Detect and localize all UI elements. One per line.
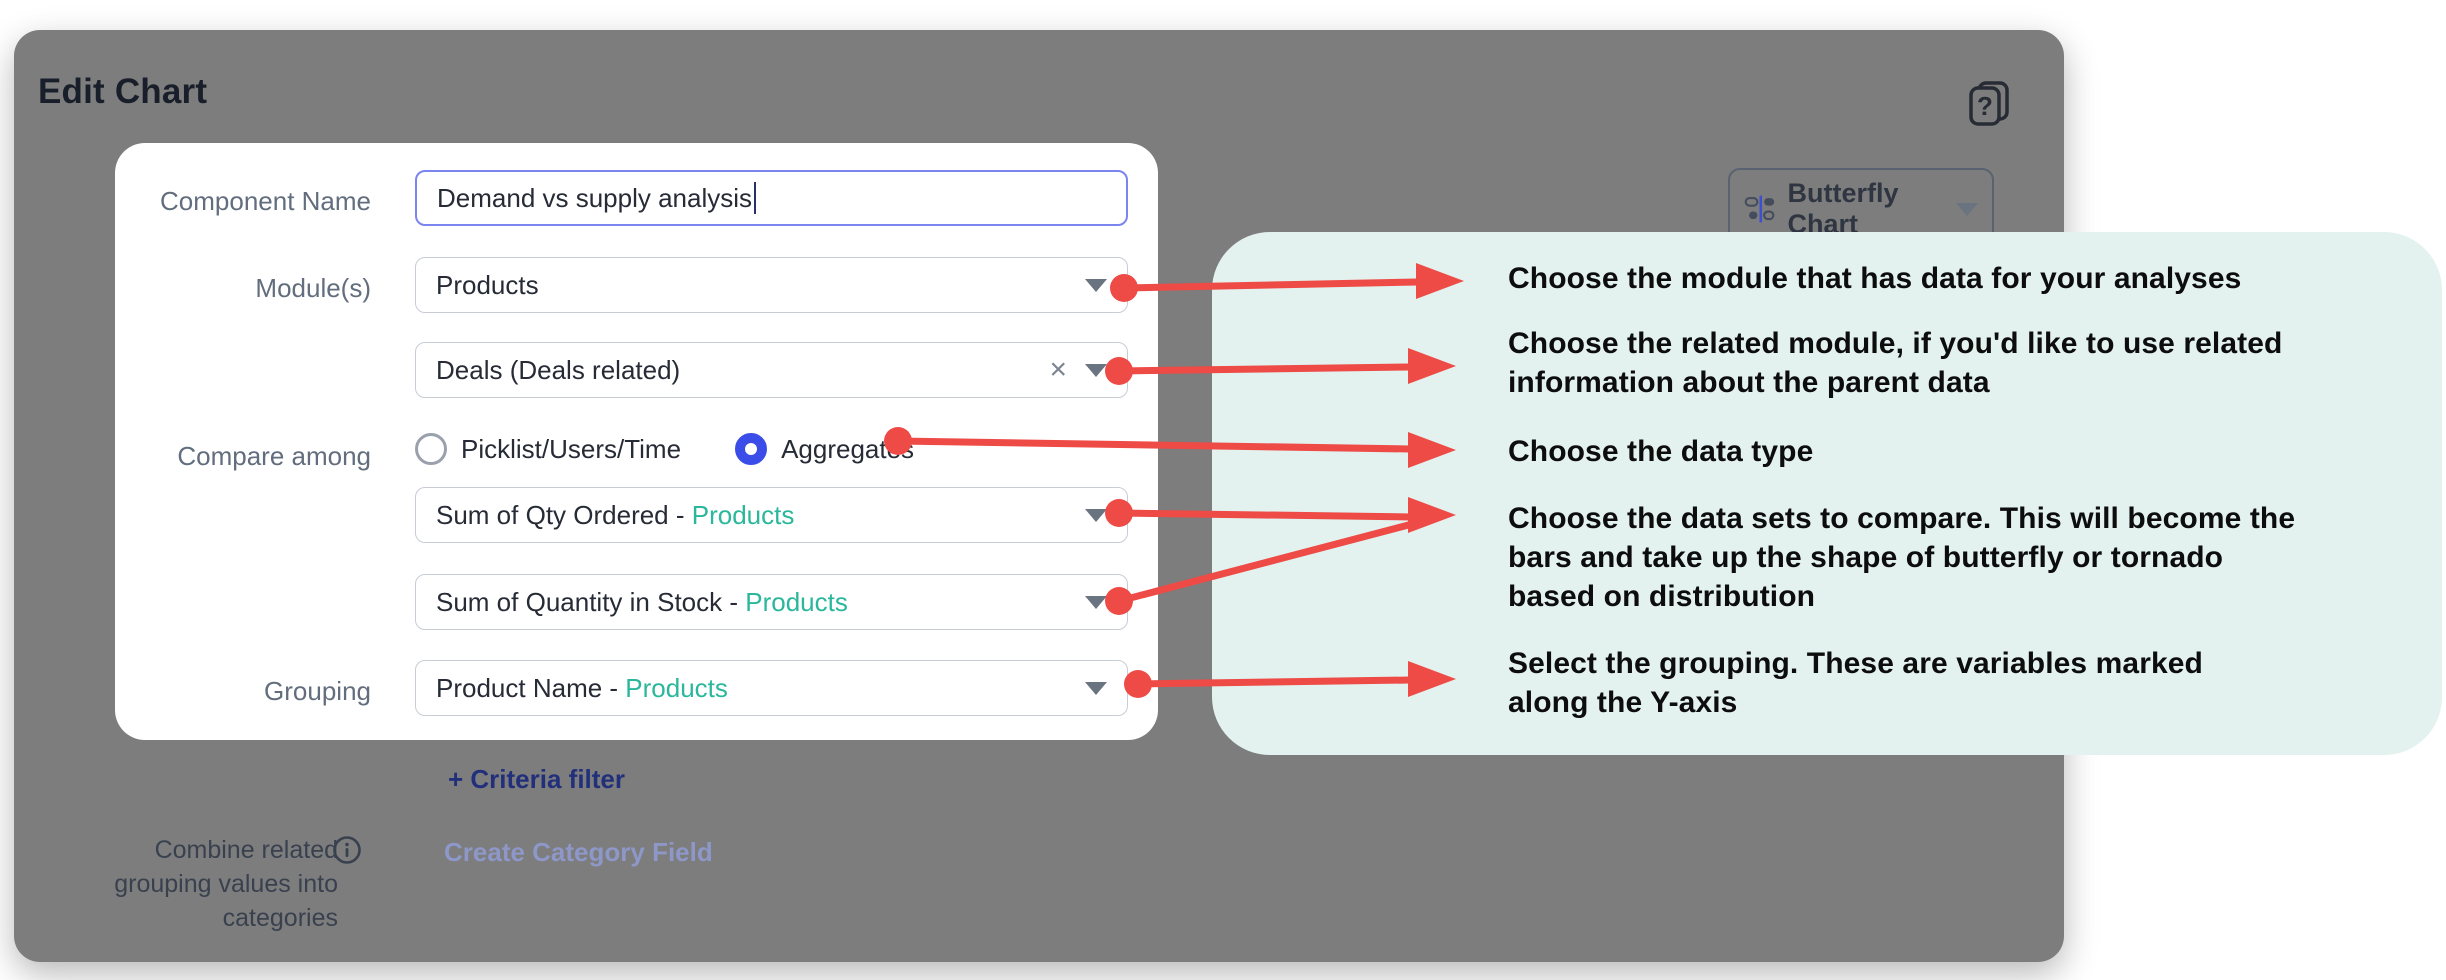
tip-related-module: Choose the related module, if you'd like… (1508, 327, 2283, 399)
related-module-select[interactable]: Deals (Deals related) × (415, 342, 1128, 398)
clear-x-icon[interactable]: × (1049, 353, 1067, 386)
grouping-module: Products (625, 672, 728, 703)
help-docs-icon[interactable]: ? (1962, 76, 2016, 130)
related-module-value: Deals (Deals related) (436, 354, 681, 385)
chevron-down-icon (1085, 508, 1107, 522)
radio-picklist-users-time[interactable] (415, 433, 447, 465)
compare-among-label: Compare among (177, 441, 371, 471)
component-name-label: Component Name (160, 186, 371, 216)
grouping-label: Grouping (264, 676, 371, 706)
combine-line-2: grouping values into (114, 870, 338, 898)
combine-line-1: Combine related (154, 836, 338, 864)
aggregate-1-select[interactable]: Sum of Qty Ordered - Products (415, 487, 1128, 543)
radio-aggregates-label[interactable]: Aggregates (781, 433, 915, 464)
dialog-title: Edit Chart (38, 72, 208, 111)
combine-related-label: Combine related grouping values into cat… (80, 833, 338, 935)
criteria-filter-link[interactable]: + Criteria filter (448, 764, 626, 794)
aggregate-2-field: Sum of Quantity in Stock - (436, 586, 746, 617)
tip-module: Choose the module that has data for your… (1508, 262, 2242, 295)
aggregate-2-select[interactable]: Sum of Quantity in Stock - Products (415, 574, 1128, 630)
aggregate-2-module: Products (745, 586, 848, 617)
modules-select[interactable]: Products (415, 257, 1128, 313)
chart-type-label: Butterfly Chart (1787, 178, 1899, 239)
combine-line-3: categories (222, 904, 338, 932)
component-name-value: Demand vs supply analysis (437, 182, 753, 213)
aggregate-1-field: Sum of Qty Ordered - (436, 499, 692, 530)
chevron-down-icon (1085, 278, 1107, 292)
tip-data-sets: Choose the data sets to compare. This wi… (1508, 502, 2296, 613)
modules-value: Products (436, 269, 539, 300)
chart-settings-card: Component Name Demand vs supply analysis… (115, 143, 1158, 740)
tip-grouping: Select the grouping. These are variables… (1508, 647, 2203, 719)
create-category-field-link[interactable]: Create Category Field (444, 837, 713, 867)
component-name-input[interactable]: Demand vs supply analysis (415, 170, 1128, 226)
text-cursor (754, 182, 757, 214)
grouping-field: Product Name - (436, 672, 626, 703)
modules-label: Module(s) (255, 273, 371, 303)
radio-aggregates[interactable] (735, 433, 768, 465)
butterfly-chart-icon (1744, 195, 1775, 223)
chevron-down-icon (1085, 595, 1107, 609)
radio-picklist-label[interactable]: Picklist/Users/Time (461, 433, 682, 464)
aggregate-1-module: Products (691, 499, 795, 530)
grouping-select[interactable]: Product Name - Products (415, 660, 1128, 716)
tip-data-type: Choose the data type (1508, 435, 1814, 468)
info-icon[interactable] (332, 835, 362, 865)
chevron-down-icon (1085, 363, 1107, 377)
chevron-down-icon (1085, 681, 1107, 695)
svg-text:?: ? (1977, 91, 1993, 121)
chevron-down-icon (1956, 202, 1978, 216)
